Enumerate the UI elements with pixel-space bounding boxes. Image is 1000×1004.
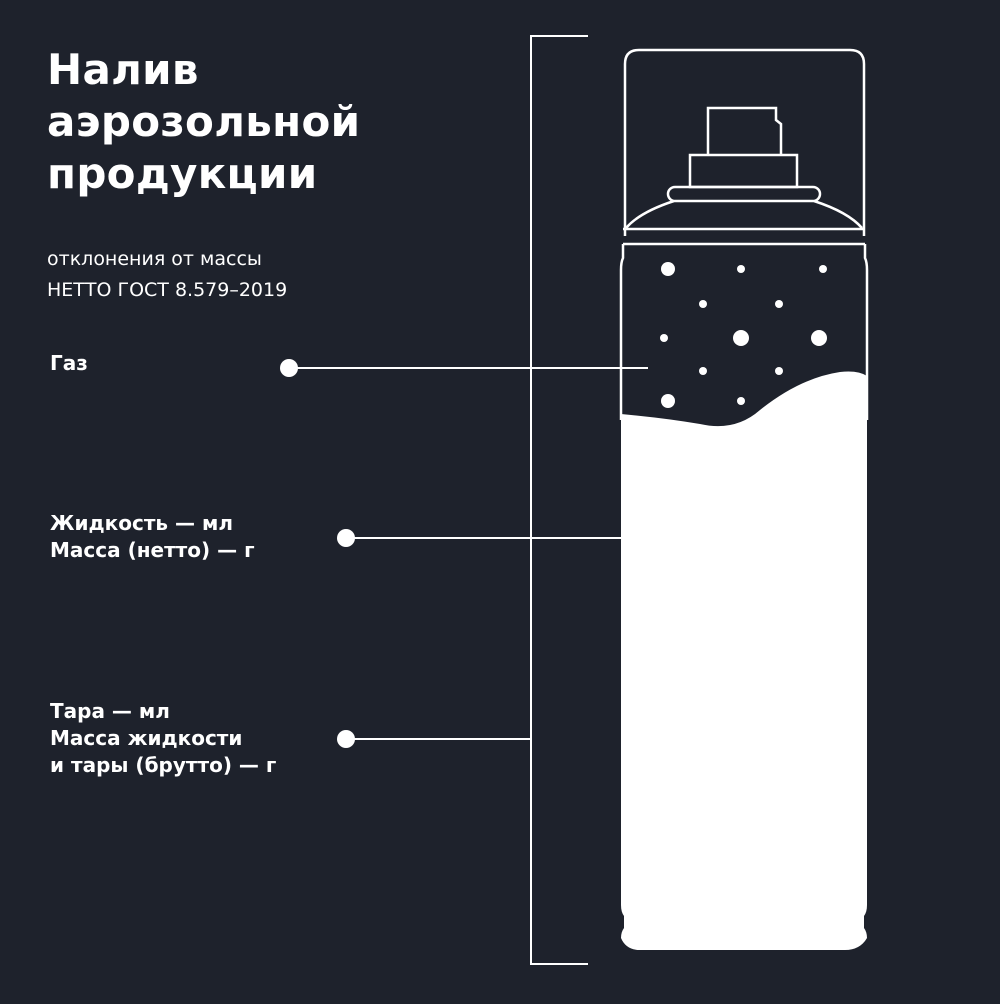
leader-gas (280, 359, 648, 377)
can-body-outline (619, 244, 869, 420)
can-valve (688, 153, 799, 189)
page-title: Налив аэрозольной продукции (47, 44, 360, 200)
label-liquid-line-1: Жидкость — мл (50, 511, 233, 535)
subtitle: отклонения от массы НЕТТО ГОСТ 8.579–201… (47, 244, 287, 306)
can-liquid (621, 371, 867, 950)
label-tare: Тара — мл Масса жидкости и тары (брутто)… (50, 698, 276, 779)
leader-gas-dot (280, 359, 298, 377)
aerosol-can-icon (619, 48, 869, 950)
leader-tare (337, 730, 531, 748)
label-tare-line-1: Тара — мл (50, 699, 170, 723)
label-liquid-line-2: Масса (нетто) — г (50, 538, 255, 562)
can-collar (666, 185, 822, 203)
label-tare-line-2: Масса жидкости (50, 726, 243, 750)
title-line-1: Налив (47, 45, 199, 94)
title-line-2: аэрозольной (47, 97, 361, 146)
can-cap (623, 48, 866, 236)
label-gas-text: Газ (50, 351, 88, 375)
gas-bubbles (660, 262, 827, 408)
leader-tare-dot (337, 730, 355, 748)
subtitle-line-2: НЕТТО ГОСТ 8.579–2019 (47, 279, 288, 301)
label-tare-line-3: и тары (брутто) — г (50, 753, 277, 777)
leader-liquid (337, 529, 622, 547)
label-liquid: Жидкость — мл Масса (нетто) — г (50, 510, 255, 564)
label-gas: Газ (50, 350, 88, 377)
tare-bracket (530, 35, 588, 965)
subtitle-line-1: отклонения от массы (47, 248, 262, 270)
can-shoulder (625, 199, 863, 229)
leader-liquid-dot (337, 529, 355, 547)
can-nozzle (706, 106, 783, 155)
title-line-3: продукции (47, 149, 318, 198)
